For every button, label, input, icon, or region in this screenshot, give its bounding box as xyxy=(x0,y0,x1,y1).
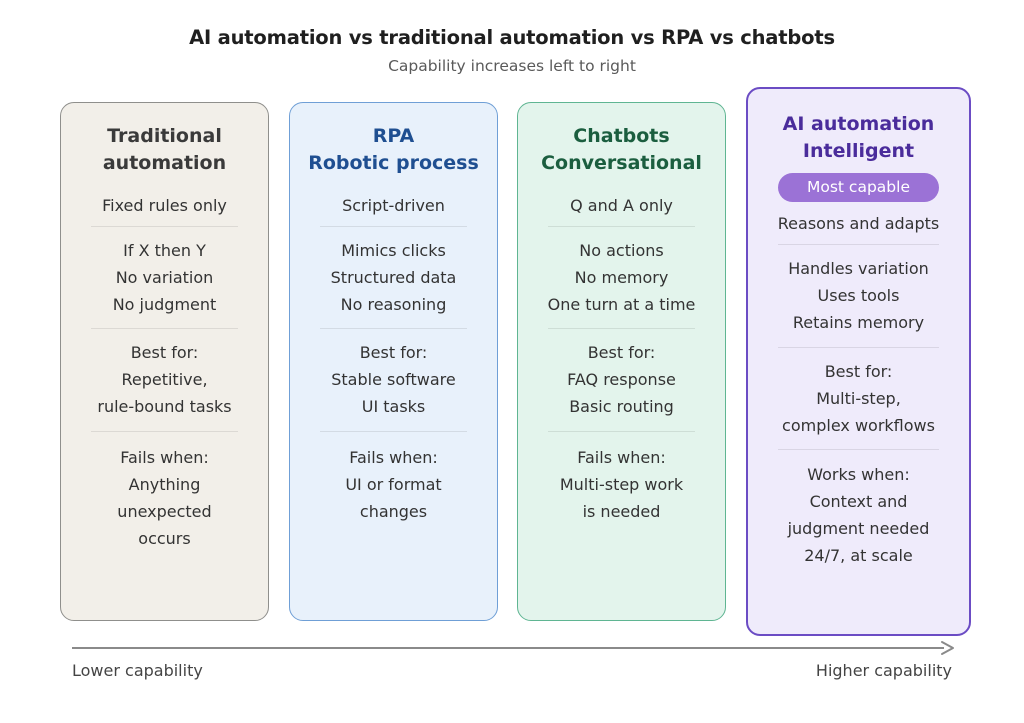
card-text: rule-bound tasks xyxy=(97,397,232,416)
section-divider xyxy=(548,328,695,329)
capability-axis-line xyxy=(72,647,944,649)
card-text: Handles variation xyxy=(788,259,929,278)
card-best-for: Best for: Stable software UI tasks xyxy=(290,339,497,420)
card-traits: Handles variation Uses tools Retains mem… xyxy=(748,255,969,336)
section-divider xyxy=(320,226,467,227)
section-divider xyxy=(778,449,939,450)
card-text: Fixed rules only xyxy=(102,196,227,215)
card-text: No memory xyxy=(574,268,669,287)
card-fails-when: Fails when: UI or format changes xyxy=(290,444,497,525)
card-text: No variation xyxy=(115,268,214,287)
section-divider xyxy=(778,244,939,245)
card-title: AI automation Intelligent xyxy=(748,111,969,165)
card-text: is needed xyxy=(582,502,661,521)
card-text: judgment needed xyxy=(787,519,930,538)
card-title-line: Traditional xyxy=(107,125,222,147)
card-text: Fails when: xyxy=(349,448,438,467)
card-title-line: RPA xyxy=(372,125,415,147)
section-divider xyxy=(320,431,467,432)
card-traits: Mimics clicks Structured data No reasoni… xyxy=(290,237,497,318)
card-summary: Reasons and adapts xyxy=(748,210,969,237)
card-text: UI tasks xyxy=(361,397,426,416)
card-title: Traditional automation xyxy=(61,123,268,177)
section-divider xyxy=(320,328,467,329)
card-text: changes xyxy=(359,502,428,521)
card-text: occurs xyxy=(138,529,191,548)
card-title: RPA Robotic process xyxy=(290,123,497,177)
section-divider xyxy=(548,226,695,227)
card-text: Retains memory xyxy=(792,313,925,332)
card-text: UI or format xyxy=(345,475,442,494)
card-text: Context and xyxy=(809,492,908,511)
card-traits: If X then Y No variation No judgment xyxy=(61,237,268,318)
section-divider xyxy=(91,431,238,432)
card-text: Multi-step, xyxy=(816,389,901,408)
card-text: Best for: xyxy=(824,362,893,381)
card-title: Chatbots Conversational xyxy=(518,123,725,177)
card-text: Q and A only xyxy=(570,196,673,215)
card-fails-when: Fails when: Anything unexpected occurs xyxy=(61,444,268,552)
card-title-line: Robotic process xyxy=(308,152,479,174)
section-divider xyxy=(91,226,238,227)
card-text: Works when: xyxy=(807,465,910,484)
card-chatbots: Chatbots Conversational Q and A only No … xyxy=(517,102,726,621)
axis-label-lower: Lower capability xyxy=(72,661,203,680)
card-title-line: Intelligent xyxy=(802,140,915,162)
card-text: Fails when: xyxy=(577,448,666,467)
card-summary: Fixed rules only xyxy=(61,192,268,219)
card-text: Best for: xyxy=(359,343,428,362)
page-subtitle: Capability increases left to right xyxy=(388,57,636,75)
card-traditional-automation: Traditional automation Fixed rules only … xyxy=(60,102,269,621)
card-text: Fails when: xyxy=(120,448,209,467)
card-rpa: RPA Robotic process Script-driven Mimics… xyxy=(289,102,498,621)
card-text: No reasoning xyxy=(340,295,447,314)
section-divider xyxy=(778,347,939,348)
card-fails-when: Fails when: Multi-step work is needed xyxy=(518,444,725,525)
card-title-line: AI automation xyxy=(782,113,935,135)
card-text: Basic routing xyxy=(569,397,674,416)
card-summary: Script-driven xyxy=(290,192,497,219)
card-text: Anything xyxy=(128,475,201,494)
card-best-for: Best for: Multi-step, complex workflows xyxy=(748,358,969,439)
card-text: Mimics clicks xyxy=(341,241,446,260)
card-text: Reasons and adapts xyxy=(777,214,940,233)
card-title-line: Conversational xyxy=(541,152,702,174)
card-best-for: Best for: FAQ response Basic routing xyxy=(518,339,725,420)
card-text: One turn at a time xyxy=(547,295,696,314)
page-title: AI automation vs traditional automation … xyxy=(189,26,835,49)
card-traits: No actions No memory One turn at a time xyxy=(518,237,725,318)
section-divider xyxy=(91,328,238,329)
card-text: Script-driven xyxy=(342,196,445,215)
card-text: Multi-step work xyxy=(559,475,684,494)
card-title-line: Chatbots xyxy=(573,125,670,147)
card-best-for: Best for: Repetitive, rule-bound tasks xyxy=(61,339,268,420)
card-text: Uses tools xyxy=(817,286,900,305)
card-text: No judgment xyxy=(112,295,217,314)
card-text: Best for: xyxy=(130,343,199,362)
card-text: FAQ response xyxy=(567,370,676,389)
section-divider xyxy=(548,431,695,432)
card-text: Structured data xyxy=(330,268,457,287)
card-title-line: automation xyxy=(102,152,227,174)
card-text: complex workflows xyxy=(782,416,935,435)
axis-label-higher: Higher capability xyxy=(815,661,952,680)
card-text: If X then Y xyxy=(123,241,206,260)
card-ai-automation: AI automation Intelligent Most capable R… xyxy=(746,87,971,636)
card-summary: Q and A only xyxy=(518,192,725,219)
card-text: No actions xyxy=(579,241,664,260)
card-text: Stable software xyxy=(331,370,456,389)
card-works-when: Works when: Context and judgment needed … xyxy=(748,461,969,569)
card-text: unexpected xyxy=(117,502,212,521)
card-text: 24/7, at scale xyxy=(804,546,913,565)
card-text: Best for: xyxy=(587,343,656,362)
most-capable-badge: Most capable xyxy=(778,173,939,202)
card-text: Repetitive, xyxy=(121,370,208,389)
